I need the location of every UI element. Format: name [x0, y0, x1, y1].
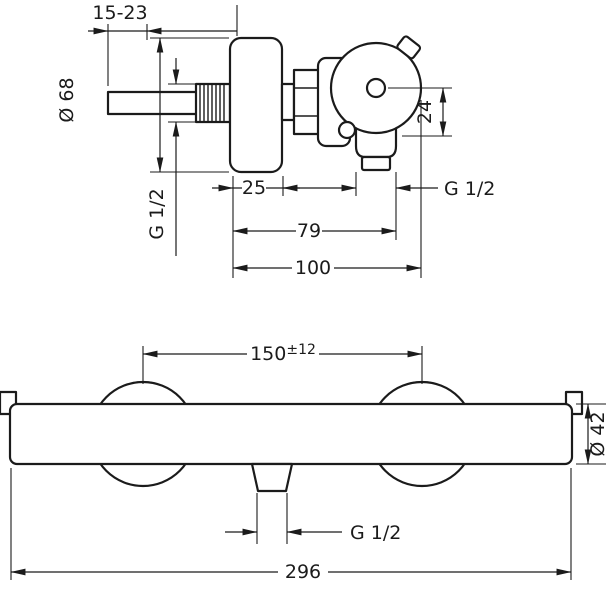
- inlet-pipe: [106, 90, 196, 116]
- bottom-outlet-thread: [360, 155, 392, 172]
- handle-grip-tab: [396, 35, 422, 60]
- dim-body-diameter-label: Ø 42: [587, 411, 609, 456]
- dim-total-depth-label: 100: [295, 257, 331, 279]
- dim-connection-distance: 150±12: [142, 342, 423, 384]
- dim-outlet-thread: G 1/2: [283, 172, 495, 240]
- wall-escutcheon: [228, 36, 284, 174]
- extension-lines: [355, 172, 397, 240]
- dim-escutcheon-diameter: Ø 68: [56, 37, 229, 173]
- dim-depth-to-outlet: 79: [232, 220, 397, 242]
- dim-overall-width-label: 296: [285, 561, 321, 583]
- dim-body-diameter: Ø 42: [576, 403, 609, 465]
- dim-inlet-thread: G 1/2: [146, 58, 196, 256]
- dim-outlet-thread-label: G 1/2: [444, 178, 495, 200]
- dim-wall-distance-label: 15-23: [92, 2, 147, 24]
- thread-hatch: [199, 84, 225, 122]
- dim-outlet-offset: 24: [388, 87, 452, 137]
- extension-lines: [256, 493, 288, 544]
- dim-escutcheon-diameter-label: Ø 68: [56, 77, 78, 122]
- hose-outlet: [250, 462, 294, 493]
- dim-connection-distance-label: 150±12: [250, 342, 316, 365]
- side-view: 15-23 Ø 68 24 25 G 1/2: [56, 2, 495, 279]
- handle-cap: [365, 77, 387, 99]
- dim-wall-distance: 15-23: [88, 2, 238, 86]
- dim-overall-width: 296: [10, 468, 572, 583]
- safety-button: [337, 120, 357, 140]
- dim-escutcheon-depth: 25: [212, 176, 300, 278]
- dim-depth-to-outlet-label: 79: [297, 220, 321, 242]
- dim-bottom-outlet-thread-label: G 1/2: [350, 522, 401, 544]
- mixer-body-bar: [8, 402, 574, 466]
- union-adapter: [280, 82, 296, 122]
- extension-lines: [10, 468, 572, 580]
- dim-outlet-offset-label: 24: [414, 100, 436, 124]
- front-view: 150±12 Ø 42 G 1/2 296: [0, 342, 609, 583]
- dim-connection-distance-value: 150: [250, 343, 286, 365]
- extension-lines: [168, 83, 196, 123]
- dim-bottom-outlet-thread: G 1/2: [225, 493, 401, 544]
- inlet-thread-body: [194, 82, 232, 124]
- dim-total-depth: 100: [232, 100, 422, 279]
- dim-inlet-thread-label: G 1/2: [146, 188, 168, 239]
- dim-connection-tolerance: ±12: [286, 342, 316, 358]
- dim-escutcheon-depth-label: 25: [242, 177, 266, 199]
